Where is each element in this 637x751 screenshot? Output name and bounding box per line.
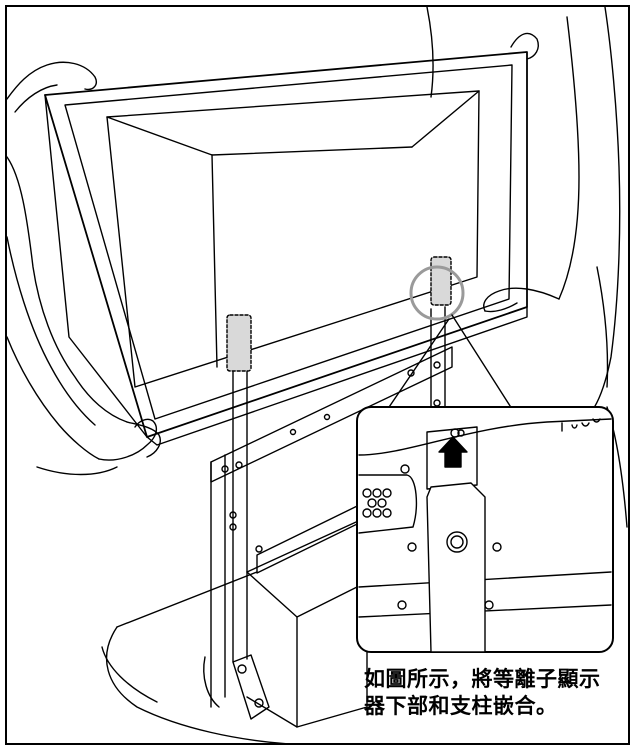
callout-lines — [384, 314, 513, 414]
left-person-arm — [7, 61, 161, 476]
instruction-caption: 如圖所示，將等離子顯示 器下部和支柱嵌合。 — [364, 666, 626, 720]
detail-inset — [356, 406, 614, 653]
caption-line-1: 如圖所示，將等離子顯示 — [364, 667, 601, 691]
plasma-display-mounting-illustration — [7, 7, 628, 743]
illustration-frame: 如圖所示，將等離子顯示 器下部和支柱嵌合。 — [5, 5, 630, 745]
plasma-display — [44, 51, 528, 446]
magnifier-ring — [409, 265, 465, 321]
stand — [101, 306, 453, 743]
caption-line-2: 器下部和支柱嵌合。 — [364, 694, 558, 718]
